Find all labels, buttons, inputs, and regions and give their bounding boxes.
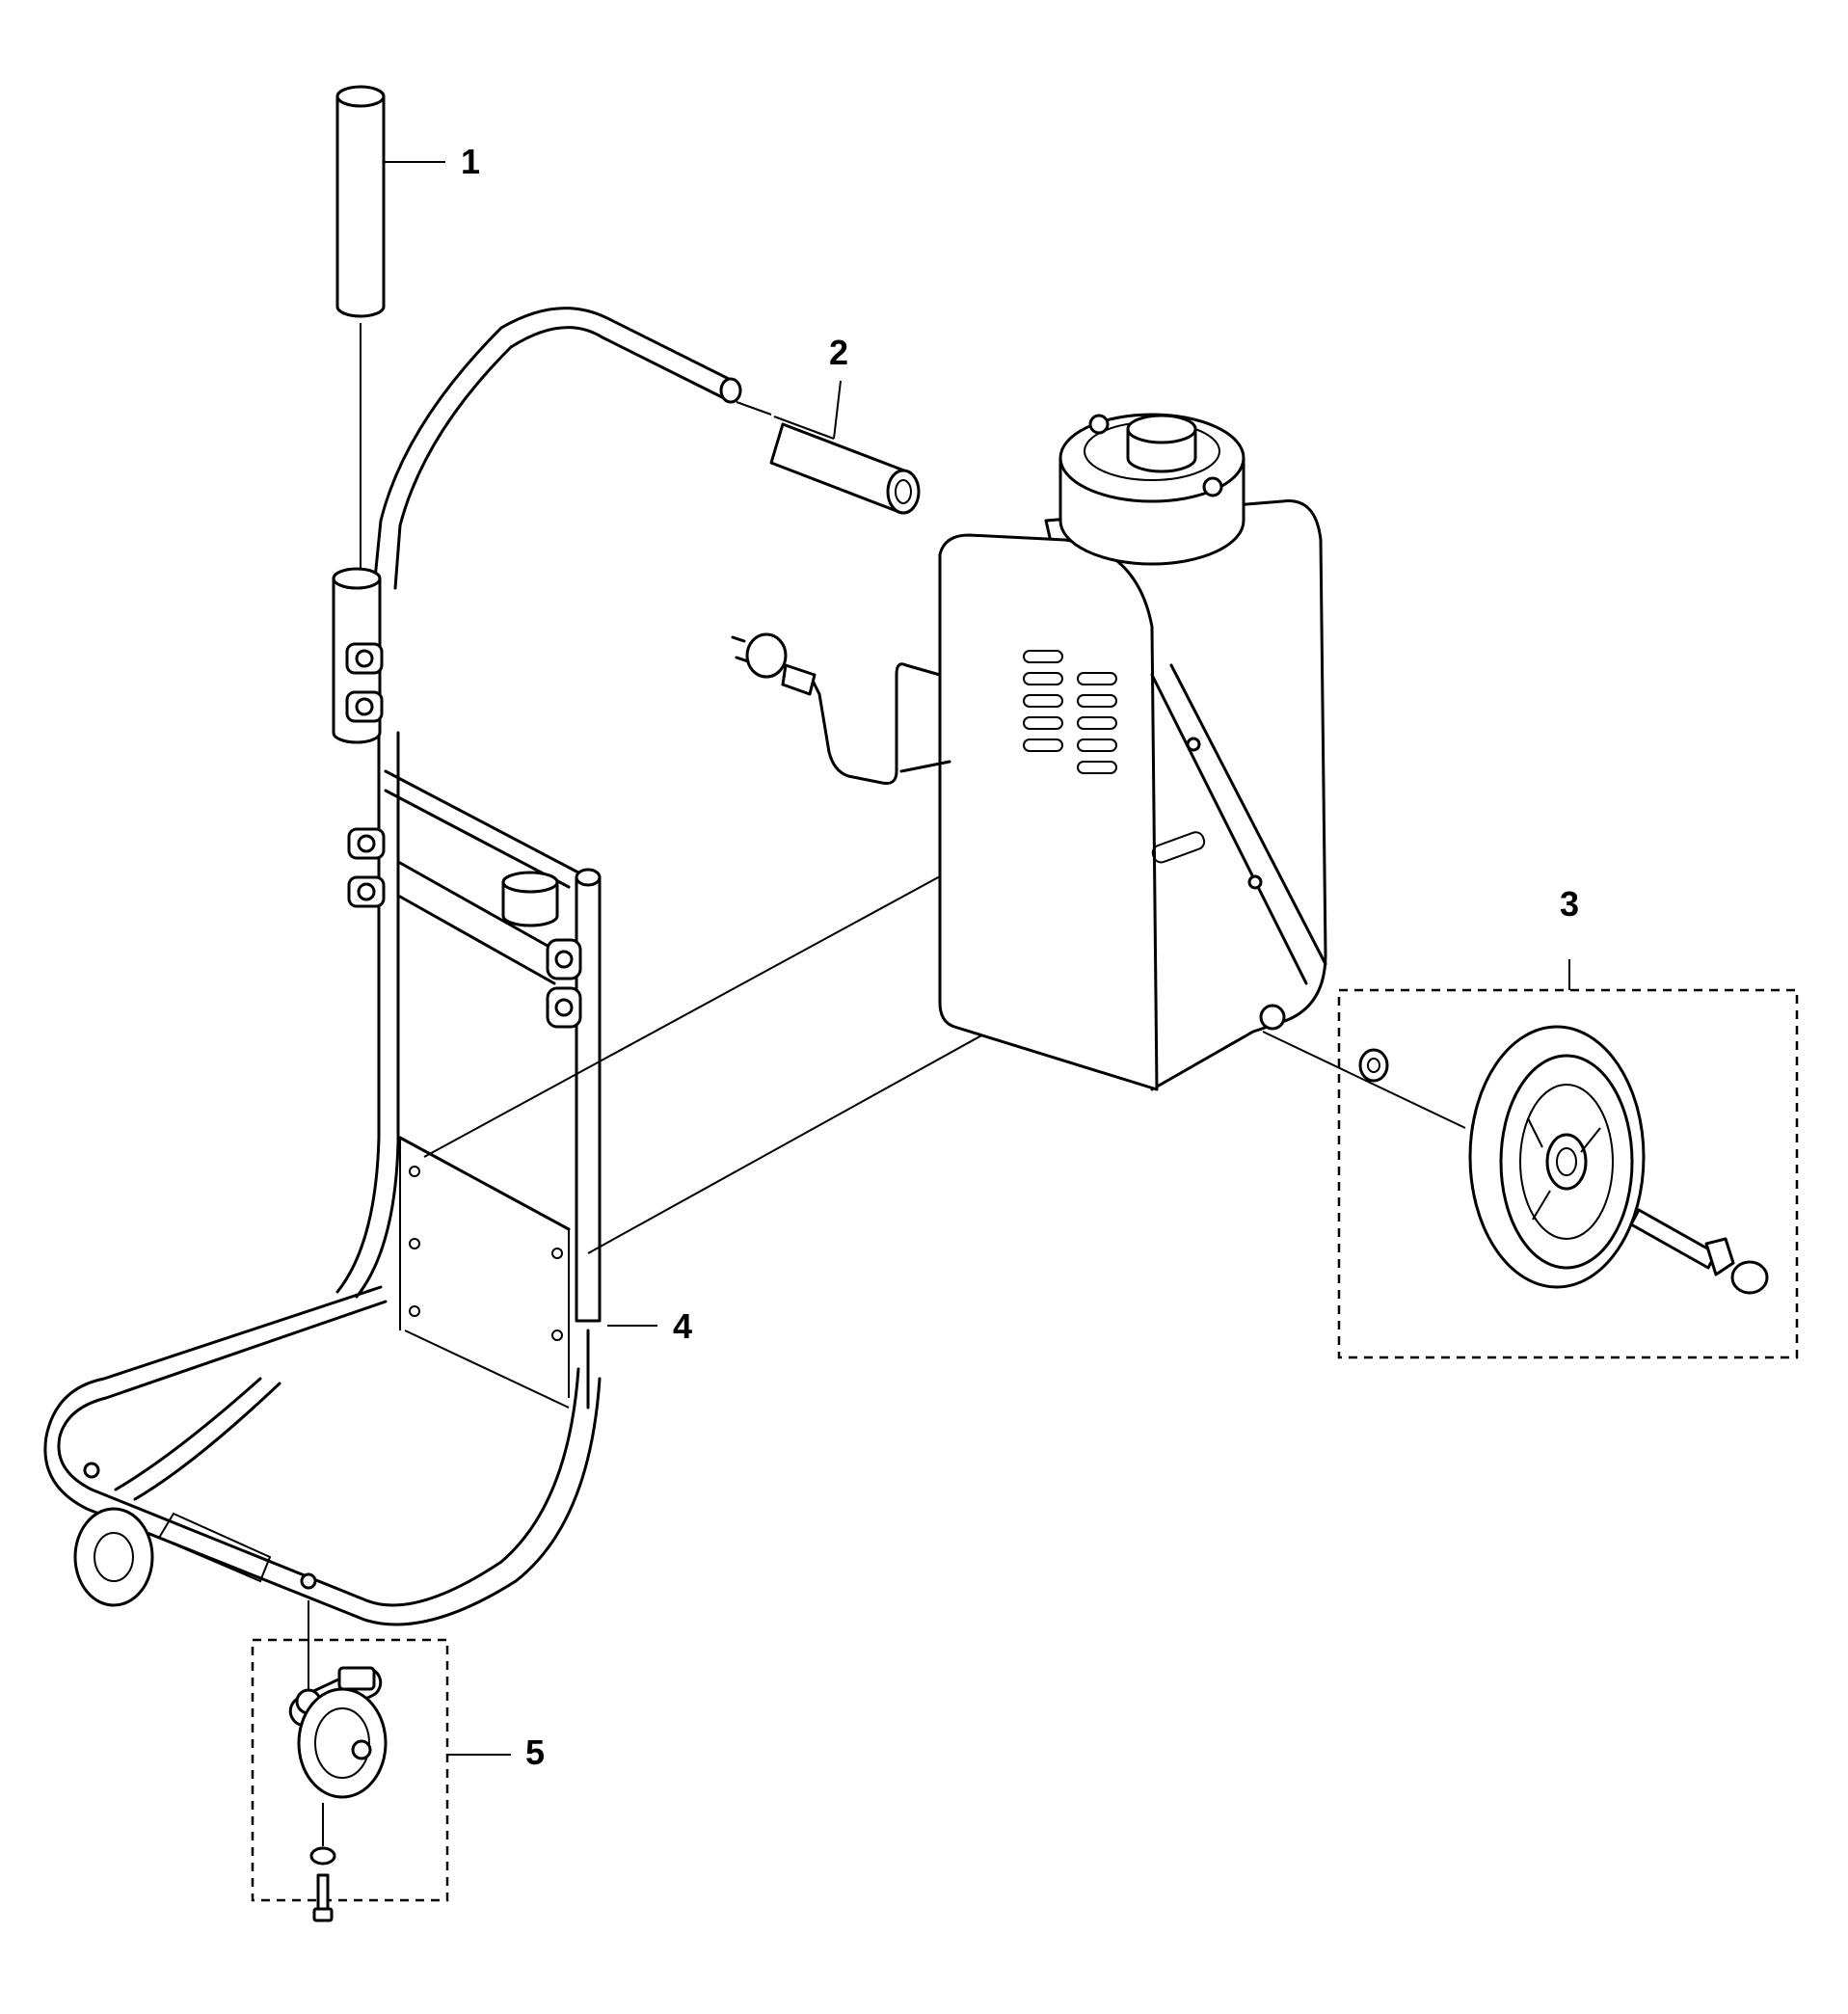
callout-1: 1 <box>461 142 480 181</box>
part-1-handle-grip <box>335 85 445 569</box>
part-3-wheel-kit <box>1337 959 1799 1359</box>
callout-labels: 1 2 3 4 5 <box>461 142 1579 1772</box>
main-unit-body <box>731 413 1327 1091</box>
callout-4: 4 <box>673 1306 692 1346</box>
callout-3: 3 <box>1560 884 1579 924</box>
callout-5: 5 <box>525 1732 545 1772</box>
part-5-caster-kit <box>251 1638 511 1922</box>
callout-2: 2 <box>829 333 848 372</box>
part-2-handle-sleeve <box>736 380 921 515</box>
part-4-cart-frame <box>43 307 742 1626</box>
